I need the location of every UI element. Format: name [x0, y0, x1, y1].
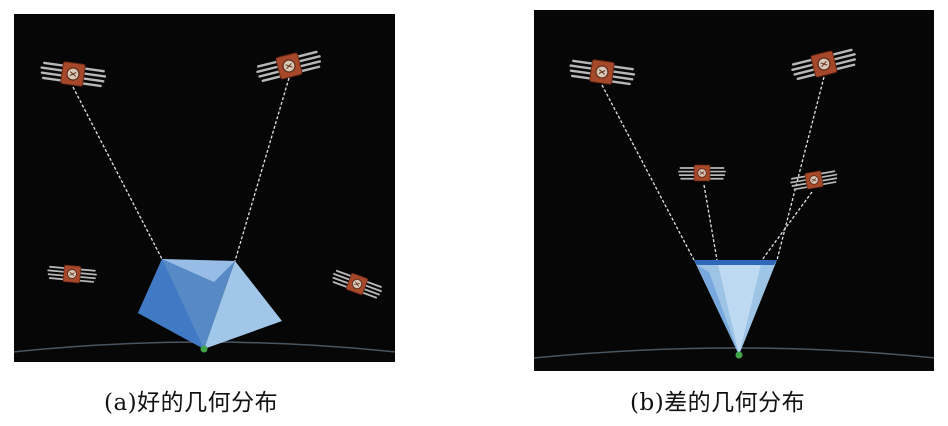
receiver-icon	[735, 351, 743, 359]
satellite-icon	[567, 55, 637, 89]
caption-poor-geometry: (b)差的几何分布	[630, 390, 806, 416]
signal-lines	[601, 76, 825, 261]
geometry-volume	[694, 260, 777, 355]
satellite-icon	[38, 57, 108, 91]
satellite-icon	[789, 44, 859, 84]
receiver-icon	[200, 345, 208, 353]
caption-good-geometry: (a)好的几何分布	[104, 390, 279, 416]
panel-good-geometry	[14, 14, 395, 362]
poor-geometry-diagram	[534, 44, 934, 371]
satellite-icon	[678, 164, 726, 182]
panel-poor-geometry	[534, 10, 934, 371]
satellite-icon	[46, 262, 98, 286]
geometry-volume	[138, 259, 282, 349]
signal-lines	[72, 77, 290, 262]
good-geometry-diagram	[14, 46, 395, 362]
satellite-icon	[329, 266, 385, 302]
